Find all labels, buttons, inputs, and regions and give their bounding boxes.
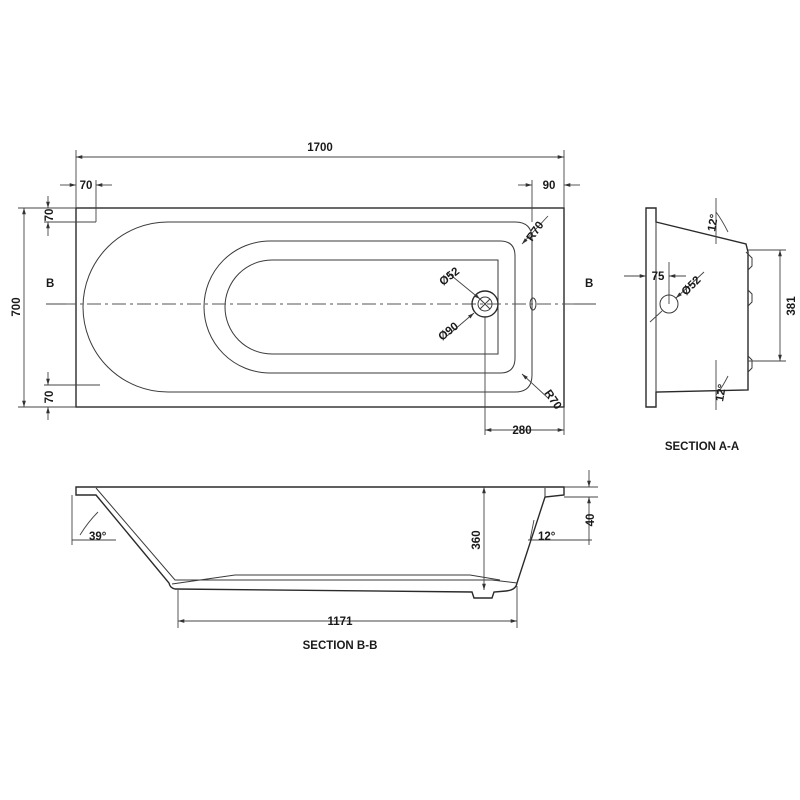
dim-overall-length-label: 1700 — [307, 142, 333, 154]
section-bb-outline — [75, 486, 565, 599]
bath-floor — [203, 240, 516, 374]
waste-outer-label: Ø90 — [436, 321, 461, 344]
section-aa-caption: SECTION A-A — [665, 441, 739, 453]
radius-top-label: R70 — [525, 220, 547, 244]
section-marker-left: B — [46, 278, 54, 290]
dim-waste-offset-label: 280 — [512, 425, 531, 437]
angle-bottom-arc — [715, 375, 729, 396]
angle-right-arc — [529, 519, 535, 541]
section-aa-outline — [645, 207, 749, 408]
leader-overflow-diameter — [675, 271, 705, 299]
dim-bottom-rim-label: 70 — [44, 391, 56, 404]
section-aa: 12° 12° 75 Ø52 381 SECTION A-A — [624, 198, 798, 453]
angle-left-label: 39° — [89, 531, 107, 543]
angle-top-label: 12° — [706, 213, 721, 233]
dim-depth-label: 381 — [786, 296, 798, 316]
angle-top-arc — [715, 211, 729, 233]
waste-inner-label: Ø52 — [437, 266, 462, 289]
angle-left-arc — [79, 511, 99, 536]
dim-top-rim-label: 70 — [44, 209, 56, 222]
bath-inner-bowl — [82, 221, 533, 393]
waste-inner-circle — [477, 296, 493, 312]
dim-rim-height-label: 40 — [585, 514, 597, 527]
overflow-diameter-label: Ø52 — [680, 274, 704, 298]
angle-right-label: 12° — [538, 531, 556, 543]
section-bb-caption: SECTION B-B — [303, 640, 378, 652]
angle-bottom-label: 12° — [714, 383, 729, 403]
section-marker-right: B — [585, 278, 593, 290]
overflow-hole — [529, 297, 537, 311]
bath-floor-inner — [224, 259, 499, 355]
leader-waste-outer — [446, 312, 475, 337]
dim-overall-width-label: 700 — [11, 297, 23, 316]
section-aa-inner — [655, 222, 753, 392]
leader-radius-bottom — [521, 373, 549, 399]
dim-right-rim-label: 90 — [543, 180, 556, 192]
dim-overflow-offset-label: 75 — [652, 271, 665, 283]
section-bb: 39° 12° 360 40 1171 SECTION B-B — [71, 470, 598, 652]
leader-overflow-tail — [649, 310, 663, 323]
bath-outline — [75, 207, 565, 408]
waste-cross-2 — [479, 298, 491, 310]
dim-left-rim-label: 70 — [80, 180, 93, 192]
dim-inner-depth-label: 360 — [471, 530, 483, 549]
dim-base-length-label: 1171 — [328, 616, 354, 628]
leader-radius-top — [521, 215, 549, 245]
radius-bottom-label: R70 — [542, 388, 564, 412]
plan-view: B B 1700 70 90 700 70 70 — [11, 142, 596, 437]
leader-waste-inner — [446, 271, 481, 300]
